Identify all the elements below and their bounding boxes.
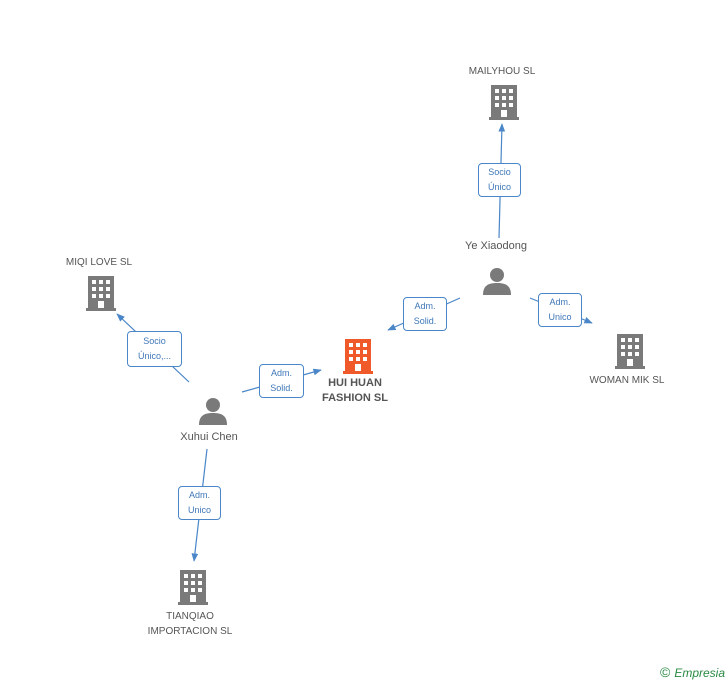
company-label-line: IMPORTACION SL [147, 626, 233, 637]
edge-label-line: Unico [548, 312, 572, 322]
edge-label-line: Socio [488, 167, 511, 177]
company-label-hui-huan[interactable]: HUI HUAN FASHION SL [305, 376, 405, 406]
person-label-ye[interactable]: Ye Xiaodong [465, 240, 527, 252]
edge-label-xuhui-miqi: Socio Único,... [127, 331, 182, 367]
building-icon[interactable] [178, 569, 208, 605]
brand-name: Empresia [674, 666, 725, 680]
building-icon[interactable] [343, 338, 373, 374]
edge-label-line: Adm. [270, 368, 292, 378]
building-icon[interactable] [86, 275, 116, 311]
company-label-miqi[interactable]: MIQI LOVE SL [65, 257, 133, 268]
building-icon[interactable] [489, 84, 519, 120]
company-label-line: FASHION SL [321, 392, 388, 404]
edge-label-line: Solid. [413, 316, 437, 326]
edge-label-ye-mailyhou: Socio Único [478, 163, 521, 197]
company-label-line: HUI HUAN [328, 377, 382, 389]
edge-label-ye-woman: Adm. Unico [538, 293, 582, 327]
edge-label-line: Adm. [549, 297, 571, 307]
building-icon[interactable] [615, 333, 645, 369]
edge-label-line: Adm. [414, 301, 436, 311]
company-label-woman[interactable]: WOMAN MIK SL [589, 375, 665, 386]
company-label-mailyhou[interactable]: MAILYHOU SL [468, 66, 536, 77]
edge-label-xuhui-main: Adm. Solid. [259, 364, 304, 398]
edge-label-line: Socio [143, 336, 166, 346]
company-label-line: TIANQIAO [166, 611, 214, 622]
company-label-tianqiao[interactable]: TIANQIAO IMPORTACION SL [130, 609, 250, 639]
copyright-icon: © [659, 664, 671, 680]
empresia-brand[interactable]: ©Empresia [660, 664, 725, 680]
edge-label-line: Único [487, 182, 511, 192]
edge-label-line: Unico [187, 505, 211, 515]
person-icon[interactable] [198, 396, 228, 426]
edge-label-line: Solid. [270, 383, 293, 393]
person-icon[interactable] [482, 266, 512, 296]
edge-label-xuhui-tianqiao: Adm. Unico [178, 486, 221, 520]
person-label-xuhui[interactable]: Xuhui Chen [180, 431, 238, 443]
edge-label-line: Adm. [188, 490, 210, 500]
edge-label-ye-main: Adm. Solid. [403, 297, 447, 331]
edge-label-line: Único,... [137, 351, 171, 361]
